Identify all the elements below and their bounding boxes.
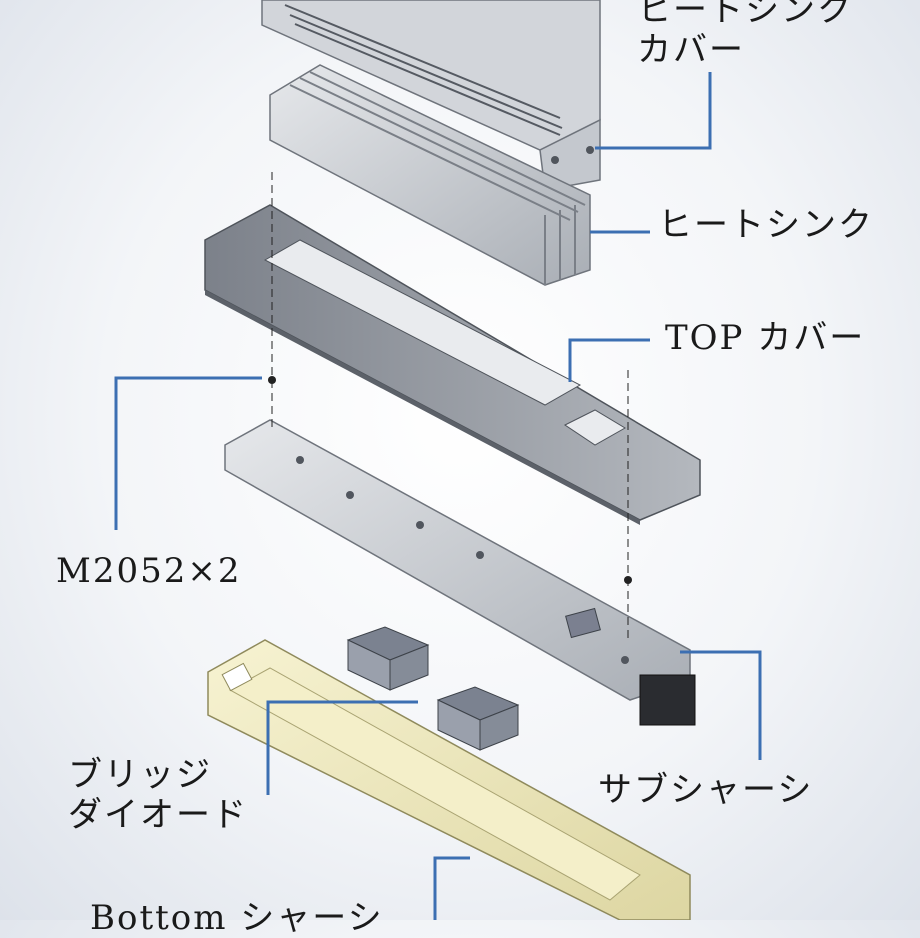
label-sub-chassis: サブシャーシ bbox=[598, 770, 814, 810]
leader-heatsink-cover bbox=[595, 72, 712, 150]
label-bridge-diode: ブリッジ ダイオード bbox=[68, 755, 248, 835]
leader-bottom-chassis bbox=[433, 856, 470, 920]
label-heatsink-cover: ヒートシンク カバー bbox=[637, 0, 853, 70]
heatsink-cover-part bbox=[261, 0, 601, 191]
leader-bridge-diode bbox=[266, 700, 418, 795]
leader-sub-chassis bbox=[680, 650, 762, 760]
label-heatsink-cover-line1: ヒートシンク bbox=[637, 0, 853, 30]
top-cover-part bbox=[204, 204, 701, 525]
label-top-cover: TOP カバー bbox=[665, 318, 866, 358]
sub-chassis-part bbox=[224, 419, 696, 726]
spacer-axis-left bbox=[268, 172, 276, 430]
leader-top-cover bbox=[568, 338, 650, 382]
label-bottom-chassis: Bottom シャーシ bbox=[90, 898, 384, 938]
label-bridge-diode-line2: ダイオード bbox=[68, 795, 248, 835]
bridge-diode-part-2 bbox=[436, 686, 520, 751]
label-heatsink: ヒートシンク bbox=[658, 205, 874, 245]
spacer-axis-right bbox=[624, 370, 632, 640]
heatsink-part bbox=[269, 64, 591, 286]
bottom-chassis-part bbox=[207, 639, 691, 920]
label-spacer: M2052×2 bbox=[56, 551, 242, 591]
leader-spacer bbox=[114, 376, 262, 530]
label-heatsink-cover-line2: カバー bbox=[637, 30, 745, 70]
bridge-diode-part-1 bbox=[346, 626, 430, 691]
label-bridge-diode-line1: ブリッジ bbox=[68, 755, 212, 795]
